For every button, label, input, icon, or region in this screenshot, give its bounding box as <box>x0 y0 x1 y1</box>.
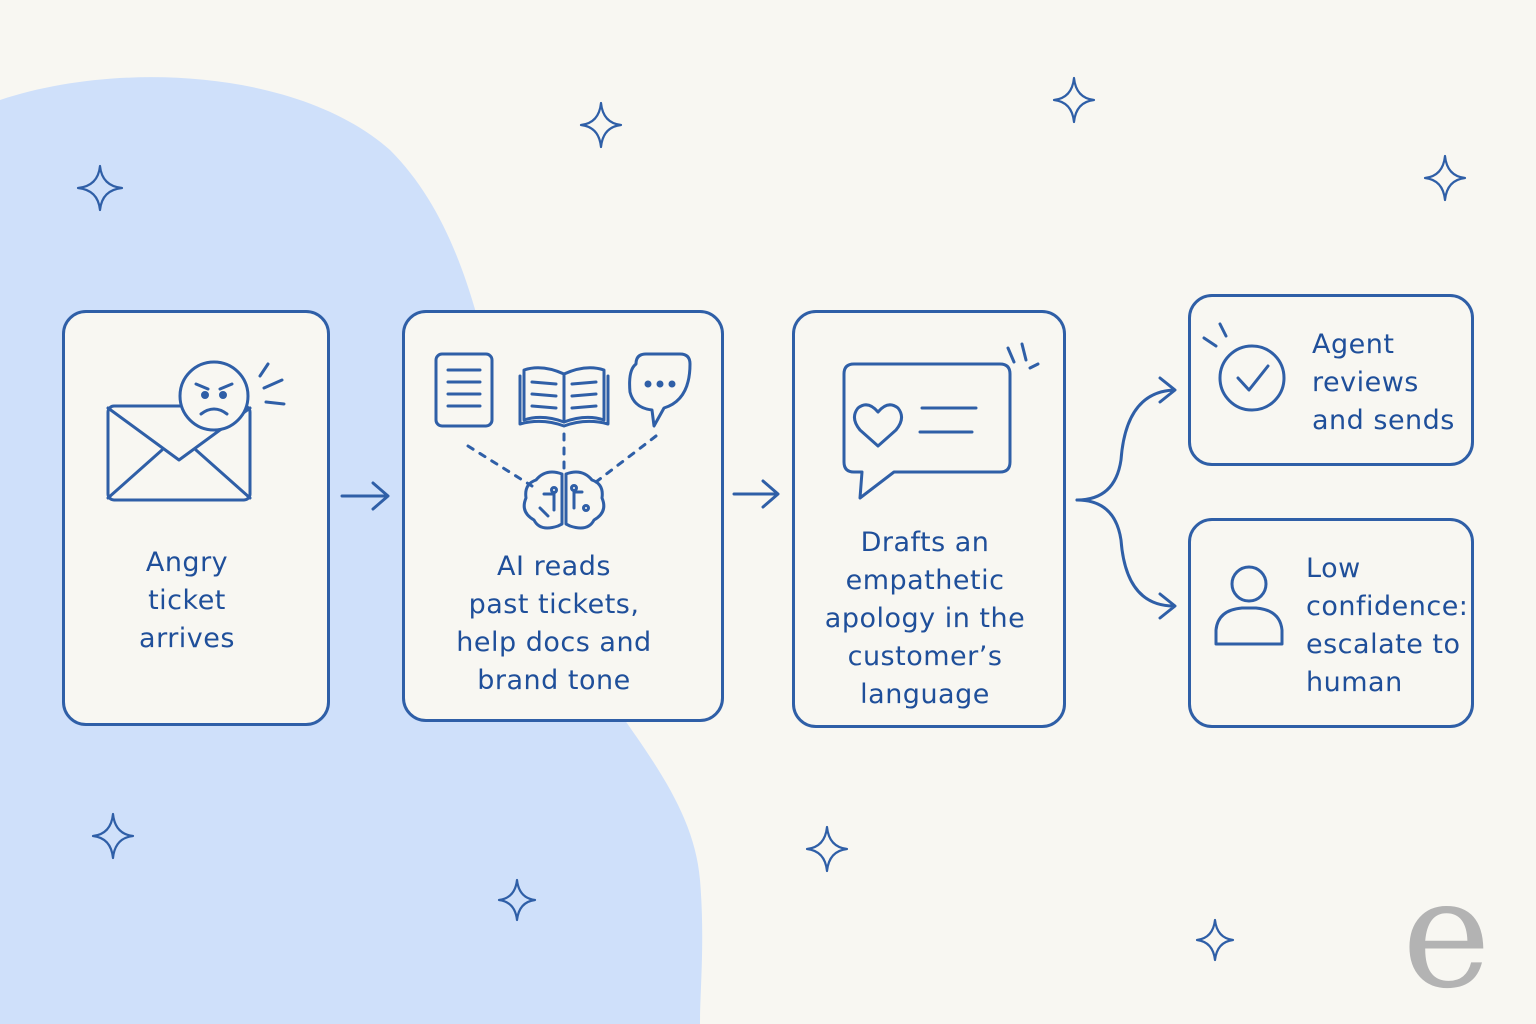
open-book-icon <box>518 366 610 428</box>
step-label-drafts-apology: Drafts an empathetic apology in the cust… <box>824 527 1026 710</box>
person-icon <box>1214 565 1284 646</box>
arrow-right-icon <box>340 481 390 511</box>
check-circle-icon <box>1202 322 1286 412</box>
outcome-box-escalate <box>1188 518 1474 728</box>
sparkle-icon <box>805 825 849 873</box>
step-label-ai-reads: AI reads past tickets, help docs and bra… <box>456 551 652 696</box>
branch-arrow-up <box>1075 376 1177 502</box>
sparkle-icon <box>1195 918 1235 962</box>
document-icon <box>434 352 494 428</box>
arrow-right-icon <box>732 479 780 509</box>
step-box-drafts-apology <box>792 310 1066 728</box>
sparkle-icon <box>76 164 124 212</box>
outcome-label-agent-reviews: Agent reviews and sends <box>1312 329 1455 436</box>
heart-message-icon <box>842 342 1040 500</box>
chat-bubble-icon <box>628 352 692 428</box>
ai-sources-illustration <box>434 352 692 530</box>
sparkles <box>76 76 1467 962</box>
outcome-label-escalate: Low confidence: escalate to human <box>1306 553 1469 698</box>
brain-icon <box>522 470 606 530</box>
watermark-logo: e <box>1402 848 1491 1022</box>
step-label-angry-ticket: Angry ticket arrives <box>139 547 235 654</box>
sparkle-icon <box>1052 76 1096 124</box>
step-box-angry-ticket <box>62 310 330 726</box>
sparkle-icon <box>497 878 537 922</box>
sparkle-icon <box>579 101 623 149</box>
sparkle-icon <box>91 812 135 860</box>
branch-arrow-down <box>1075 498 1177 620</box>
angry-face-icon <box>178 360 286 432</box>
connectors <box>340 376 1177 620</box>
sparkle-icon <box>1423 154 1467 202</box>
outcome-box-agent-reviews <box>1188 294 1474 466</box>
